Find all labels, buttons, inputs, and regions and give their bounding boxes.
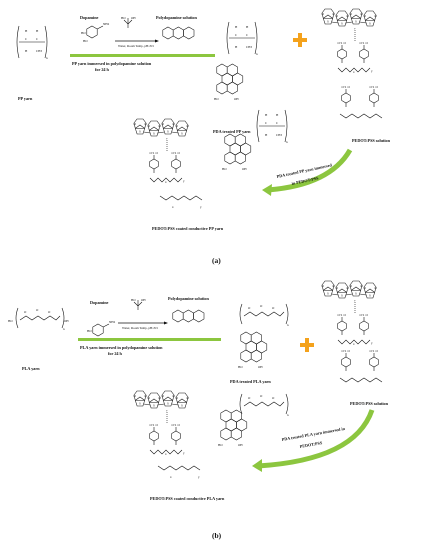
pedot-pss-structure-1 <box>322 9 378 74</box>
dopamine-label: Dopamine <box>80 15 99 20</box>
pss-chain-extension-b <box>339 348 383 383</box>
dopamine-structure: NH2 HO HO <box>81 22 110 43</box>
conditions-label-b: Water, Room Temp, pH=8.5 <box>122 326 158 331</box>
tris-reagent-structure: HO OH <box>121 16 136 28</box>
dopamine-label-b: Dopamine <box>90 300 109 305</box>
coated-label-b: PEDOT:PSS coated conductive PLA yarn <box>150 496 225 501</box>
coated-pss-chain-b: x y <box>157 465 201 479</box>
oh-terminal: OH <box>64 319 69 323</box>
step1-label: PP yarn immersed in polydopamine solutio… <box>72 61 152 66</box>
svg-text:HO: HO <box>83 39 88 43</box>
svg-text:y: y <box>200 205 202 209</box>
green-process-arrow-b2 <box>257 409 375 469</box>
plus-sign-1 <box>293 33 307 47</box>
pp-yarn-structure <box>16 25 49 61</box>
pda-treated-label: PDA treated PP yarn <box>213 129 251 134</box>
green-process-arrow-b1 <box>78 338 221 341</box>
panel-b: HO OH PLA yarn NH2 HO HO Dopamine HO OH … <box>8 281 389 540</box>
step1b-label-b: for 24 h <box>108 351 123 356</box>
plus-sign-2 <box>300 338 314 352</box>
pedot-pss-solution-label: PEDOT:PSS solution <box>352 138 391 143</box>
svg-text:NH2: NH2 <box>103 22 110 26</box>
step2b-label-b: PEDOT:PSS <box>299 440 323 449</box>
coated-label: PEDOT:PSS coated conductive PP yarn <box>152 226 224 231</box>
pda-treated-pp-structure <box>226 21 259 57</box>
polydopamine-label: Polydopamine solution <box>156 15 198 20</box>
coated-pedot-structure-b <box>134 391 190 456</box>
svg-text:y: y <box>198 475 200 479</box>
coated-pss-chain-1: x y <box>159 195 203 209</box>
pedot-pss-structure-b <box>322 281 378 346</box>
pda-coating-structure-b <box>238 332 267 369</box>
pedot-pss-solution-label-b: PEDOT:PSS solution <box>350 401 389 406</box>
panel-b-caption: (b) <box>212 531 222 540</box>
panel-a-caption: (a) <box>212 256 221 265</box>
svg-text:HO: HO <box>81 31 86 35</box>
svg-text:NH2: NH2 <box>109 320 116 324</box>
step2a-label-b: PDA treated PLA yarn immersed in <box>281 426 346 442</box>
polydopamine-label-b: Polydopamine solution <box>168 296 210 301</box>
svg-text:HO: HO <box>121 16 126 20</box>
pss-chain-extension-1 <box>339 84 383 119</box>
pda-treated-pla-structure <box>239 303 290 328</box>
svg-text:HO: HO <box>131 298 136 302</box>
step2b-label: in PEDOT:PSS <box>291 175 319 186</box>
step1b-label: for 24 h <box>95 67 110 72</box>
svg-text:OH: OH <box>131 16 136 20</box>
pla-yarn-structure <box>15 307 66 332</box>
green-process-arrow-1 <box>70 54 215 57</box>
svg-text:OH: OH <box>141 298 146 302</box>
coated-pla-unit <box>239 393 290 418</box>
conditions-label: Water, Room Temp, pH=8.5 <box>118 44 154 49</box>
green-process-arrow-2 <box>267 148 353 193</box>
coated-pp-unit <box>256 109 289 145</box>
step1-label-b: PLA yarn immersed in polydopamine soluti… <box>80 345 163 350</box>
coated-pda-layer-1 <box>222 134 251 171</box>
pda-treated-label-b: PDA treated PLA yarn <box>230 379 271 384</box>
coated-pda-layer-b <box>218 410 247 447</box>
pda-coating-structure-1 <box>214 64 243 101</box>
polydopamine-structure-small <box>162 26 195 40</box>
svg-text:x: x <box>172 205 174 209</box>
coated-pedot-structure-1 <box>134 119 190 184</box>
dopamine-structure-b: NH2 HO HO <box>87 320 116 341</box>
tris-reagent-structure-b: HO OH <box>131 298 146 310</box>
panel-a: PP yarn NH2 HO HO Dopamine HO OH Water, … <box>16 9 391 265</box>
polydopamine-structure-small-b <box>172 309 205 323</box>
pla-yarn-label: PLA yarn <box>22 366 40 371</box>
pp-yarn-label: PP yarn <box>18 96 33 101</box>
ho-terminal: HO <box>8 319 13 323</box>
svg-text:x: x <box>170 475 172 479</box>
svg-text:HO: HO <box>87 329 92 333</box>
